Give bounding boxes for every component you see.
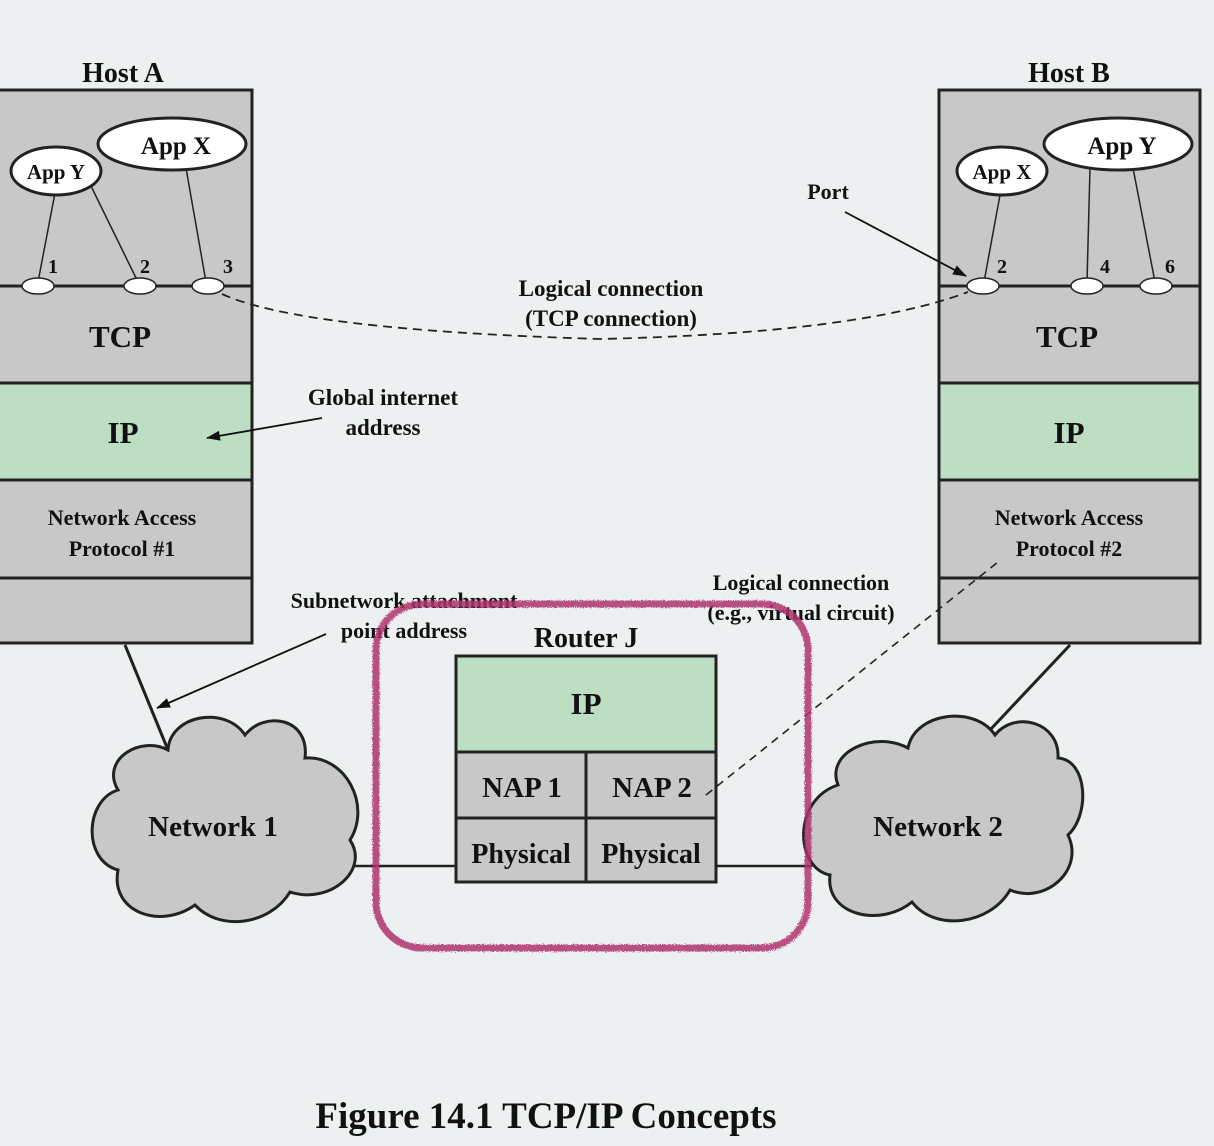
network-1-cloud: Network 1 (90, 715, 360, 924)
host-a-nap-label-line1: Network Access (48, 505, 197, 530)
global-address-label-line2: address (346, 415, 421, 440)
tcp-connection-label-line2: (TCP connection) (525, 306, 697, 331)
router-title: Router J (534, 623, 638, 654)
host-b-app-x-port2-link (983, 194, 1001, 283)
host-b-port-6 (1139, 277, 1173, 295)
host-b-port-6-number: 6 (1165, 256, 1175, 278)
host-b-app-y-port6-link (1132, 167, 1156, 283)
host-b: Host B App X App Y 2 4 6 TCP IP Network … (937, 58, 1202, 645)
router-phys2-label: Physical (601, 839, 701, 870)
router-j: Router J IP NAP 1 NAP 2 Physical Physica… (454, 623, 718, 884)
virtual-circuit-label-line1: Logical connection (713, 570, 890, 595)
host-b-app-y-port4-link (1086, 167, 1091, 283)
host-b-title: Host B (1028, 58, 1110, 89)
router-phys2-cell (584, 816, 718, 884)
host-b-app-x-bubble (955, 145, 1049, 197)
host-b-port-2 (966, 277, 1000, 295)
router-phys1-cell (454, 816, 588, 884)
subnet-address-label-line2: point address (341, 618, 468, 643)
host-a-port-1 (21, 277, 55, 295)
host-a-port-3-number: 3 (223, 256, 233, 278)
host-a-app-y-bubble (9, 145, 103, 197)
host-b-port-4 (1070, 277, 1104, 295)
host-b-nap-layer (937, 478, 1202, 580)
figure-caption: Figure 14.1 TCP/IP Concepts (315, 1096, 776, 1137)
host-a-network-1-link (123, 644, 170, 751)
subnet-address-arrow (156, 633, 327, 709)
host-a-port-3 (191, 277, 225, 295)
host-a-port-2 (123, 277, 157, 295)
host-a-app-y-port2-link (89, 183, 139, 283)
router-nap2-cell (584, 750, 718, 820)
global-address-arrow (206, 417, 323, 441)
host-b-app-y-label: App Y (1087, 133, 1156, 160)
host-b-phys-layer (937, 576, 1202, 645)
network-2-cloud: Network 2 (802, 714, 1085, 923)
host-a-app-x-port3-link (185, 167, 207, 283)
host-a-app-x-label: App X (141, 133, 211, 160)
host-a-phys-layer (0, 576, 254, 645)
router-nap2-label: NAP 2 (612, 772, 692, 804)
host-a-nap-layer (0, 478, 254, 580)
host-a-app-y-label: App Y (27, 160, 85, 184)
global-address-label-line1: Global internet (308, 385, 458, 410)
host-a-nap-label-line2: Protocol #1 (69, 536, 176, 561)
host-a-port-2-number: 2 (140, 256, 150, 278)
host-b-tcp-label: TCP (1036, 319, 1098, 354)
network-1-label: Network 1 (148, 811, 278, 843)
tcp-logical-connection-path (221, 291, 969, 340)
network-2-label: Network 2 (873, 811, 1003, 843)
host-a-title: Host A (82, 58, 164, 89)
host-b-nap-label-line1: Network Access (995, 505, 1144, 530)
host-b-ip-label: IP (1054, 415, 1085, 450)
host-b-nap-label-line2: Protocol #2 (1016, 536, 1123, 561)
host-b-app-x-label: App X (973, 160, 1032, 184)
host-a: Host A App Y App X 1 2 3 TCP IP Network … (0, 58, 254, 645)
router-nap1-label: NAP 1 (482, 772, 562, 804)
host-b-network-2-link (988, 643, 1072, 732)
tcp-connection-label-line1: Logical connection (519, 276, 704, 301)
virtual-circuit-path (705, 561, 999, 796)
host-b-port-2-number: 2 (997, 256, 1007, 278)
router-ip-label: IP (571, 686, 602, 721)
port-annotation: Port (807, 179, 849, 204)
host-a-tcp-layer (0, 284, 254, 385)
host-a-app-x-bubble (96, 116, 248, 172)
router-phys1-label: Physical (471, 839, 571, 870)
host-a-port-1-number: 1 (48, 256, 58, 278)
host-b-app-y-bubble (1042, 116, 1194, 172)
host-a-app-y-port1-link (37, 192, 56, 283)
host-a-tcp-label: TCP (89, 319, 151, 354)
host-b-port-4-number: 4 (1100, 256, 1110, 278)
port-arrow (844, 211, 967, 277)
host-a-ip-label: IP (108, 415, 139, 450)
router-highlight-outline (372, 600, 812, 952)
